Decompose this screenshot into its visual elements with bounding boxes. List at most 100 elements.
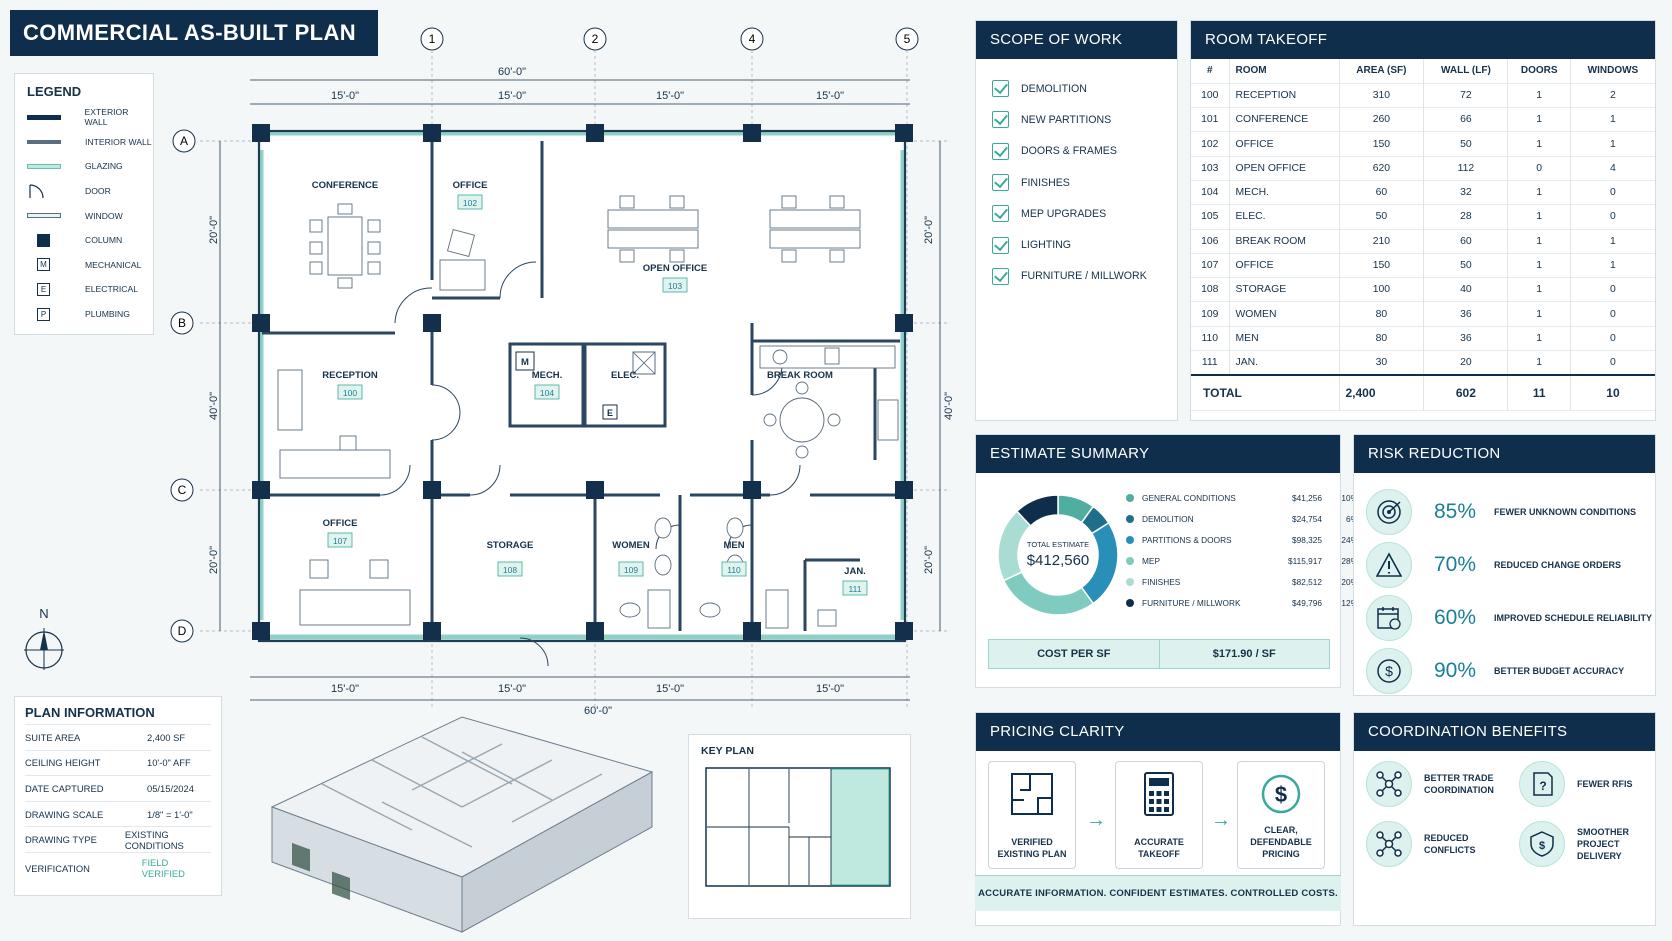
overall-dim-top: 60'-0" [498, 66, 526, 78]
table-cell: 107 [1191, 253, 1230, 278]
columns [252, 124, 913, 640]
bay-dim: 15'-0" [498, 683, 526, 695]
table-cell: 32 [1423, 180, 1509, 205]
legend-percent: 12% [1341, 597, 1358, 608]
table-cell: RECEPTION [1229, 83, 1340, 108]
scope-item: DEMOLITION [976, 73, 1177, 104]
key-plan-panel: KEY PLAN [688, 734, 911, 919]
legend-amount: $41,256 [1292, 492, 1322, 503]
target-icon [1366, 488, 1412, 535]
room-takeoff-panel: ROOM TAKEOFF #ROOM AREA (SF)WALL (LF) DO… [1190, 20, 1656, 421]
legend-label: DOOR [85, 186, 111, 197]
table-cell: 150 [1339, 131, 1425, 157]
table-cell: 0 [1610, 332, 1616, 344]
scope-title: SCOPE OF WORK [976, 21, 1177, 59]
scope-item: FURNITURE / MILLWORK [976, 261, 1177, 292]
estimate-donut-chart: TOTAL ESTIMATE $412,560 [997, 494, 1119, 616]
legend-percent: 24% [1341, 534, 1358, 545]
side-dim: 20'-0" [208, 546, 220, 574]
room-number-tag: 104 [540, 388, 554, 398]
table-cell: 105 [1191, 204, 1230, 230]
room-number-tag: 111 [849, 584, 862, 594]
room-label-break-room: BREAK ROOM [767, 370, 833, 381]
table-cell: JAN. [1229, 350, 1340, 375]
scope-item: DOORS & FRAMES [976, 136, 1177, 167]
check-icon [992, 267, 1009, 285]
legend-label: GLAZING [85, 161, 123, 172]
calculator-icon [1144, 772, 1174, 816]
legend-title: LEGEND [27, 84, 82, 99]
warning-icon [1366, 541, 1412, 588]
pricing-title: PRICING CLARITY [976, 713, 1340, 751]
table-cell: 36 [1423, 301, 1509, 327]
grid-col-label: 1 [429, 32, 436, 46]
legend-amount: $49,796 [1292, 597, 1322, 608]
legend-swatch [1126, 598, 1134, 607]
table-cell: 102 [1191, 131, 1230, 157]
check-icon [992, 236, 1009, 254]
table-cell: 1 [1507, 350, 1571, 375]
table-cell: 1 [1610, 114, 1616, 126]
table-cell: 30 [1339, 350, 1425, 375]
grid-bubbles-left: A B C D [170, 129, 196, 643]
dollar-icon: $ [1261, 774, 1301, 814]
question-doc-icon: ? [1519, 761, 1565, 807]
table-cell: 110 [1191, 326, 1230, 351]
check-icon [992, 205, 1009, 223]
table-cell: 0 [1610, 308, 1616, 320]
mech-glyph: M [521, 357, 529, 368]
donut-slice [1002, 571, 1095, 616]
legend-percent: 20% [1341, 576, 1358, 587]
legend-row: EXTERIOR WALL [15, 105, 153, 130]
estimate-title: ESTIMATE SUMMARY [976, 435, 1340, 473]
room-number-tag: 103 [668, 281, 682, 291]
legend-label: EXTERIOR WALL [84, 107, 129, 128]
room-number-tag: 108 [503, 565, 517, 575]
table-cell: 28 [1423, 204, 1509, 230]
room-label-reception: RECEPTION [322, 370, 378, 381]
check-icon [992, 174, 1009, 192]
room-label-jan: JAN. [844, 566, 866, 577]
cost-per-sf-value: $171.90 / SF [1212, 648, 1276, 660]
key-plan-diagram [705, 767, 891, 887]
check-icon [992, 111, 1009, 129]
shield-dollar-icon: $ [1519, 821, 1565, 867]
key-plan-title: KEY PLAN [701, 745, 754, 757]
table-cell: 100 [1191, 83, 1230, 108]
room-label-open-office: OPEN OFFICE [643, 263, 707, 274]
exterior-wall-symbol [27, 114, 61, 120]
legend-label: MECHANICAL [85, 259, 142, 270]
legend-category: GENERAL CONDITIONS [1142, 492, 1236, 503]
legend-row: DOOR [15, 179, 153, 204]
table-cell: 1 [1507, 180, 1571, 205]
risk-title: RISK REDUCTION [1354, 435, 1655, 473]
calendar-icon [1366, 594, 1412, 641]
legend-swatch [1126, 493, 1134, 502]
legend-amount: $115,917 [1288, 555, 1322, 566]
table-cell: 1 [1507, 204, 1571, 230]
grid-col-label: 5 [904, 32, 911, 46]
table-cell: 150 [1339, 253, 1425, 278]
floor-plan-icon [1011, 773, 1053, 815]
table-cell: 260 [1339, 107, 1425, 132]
legend-label: WINDOW [85, 210, 123, 221]
column-symbol [37, 233, 50, 247]
